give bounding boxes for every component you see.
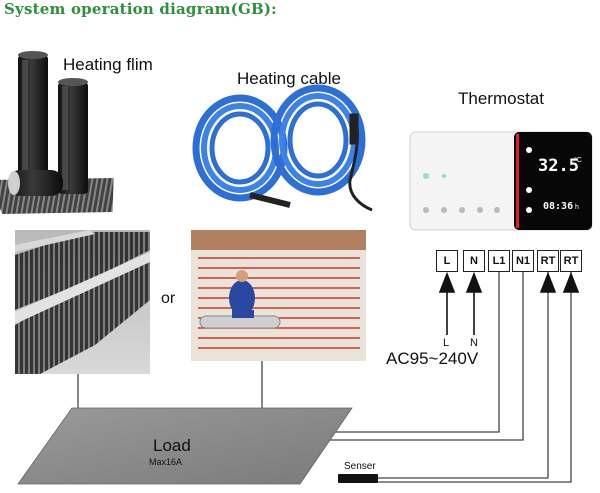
thermostat-image xyxy=(409,131,593,231)
load-panel xyxy=(17,407,353,485)
terminal-l1: L1 xyxy=(488,250,510,272)
thermostat-temp-unit: °C xyxy=(574,157,582,164)
supply-voltage-label: AC95~240V xyxy=(386,349,479,368)
terminal-n1: N1 xyxy=(512,250,534,272)
sensor-probe xyxy=(338,272,572,483)
terminal-rt-1: RT xyxy=(537,250,559,272)
supply-n-label: N xyxy=(470,337,478,349)
load-label: Load xyxy=(153,436,191,455)
heating-cable-label: Heating cable xyxy=(237,69,341,88)
heating-cable-image xyxy=(192,84,373,212)
heating-film-label: Heating flim xyxy=(63,55,153,74)
cable-floor-photo xyxy=(191,230,366,361)
diagram-title: System operation diagram(GB): xyxy=(4,0,277,18)
terminal-l: L xyxy=(436,250,458,272)
terminal-rt-2: RT xyxy=(560,250,582,272)
or-label: or xyxy=(161,290,176,307)
thermostat-clock: 08:36 xyxy=(543,201,574,212)
film-floor-photo xyxy=(15,230,150,374)
sensor-label: Senser xyxy=(344,461,376,472)
heating-film-image xyxy=(0,51,114,214)
supply-l-label: L xyxy=(443,337,450,349)
thermostat-temperature: 32.5 xyxy=(538,156,579,176)
thermostat-label: Thermostat xyxy=(458,89,544,108)
supply-arrows xyxy=(438,271,580,335)
load-wires xyxy=(77,272,524,441)
load-rating-label: Max16A xyxy=(149,457,183,467)
terminal-n: N xyxy=(463,250,485,272)
thermostat-clock-suffix: h xyxy=(575,204,579,211)
